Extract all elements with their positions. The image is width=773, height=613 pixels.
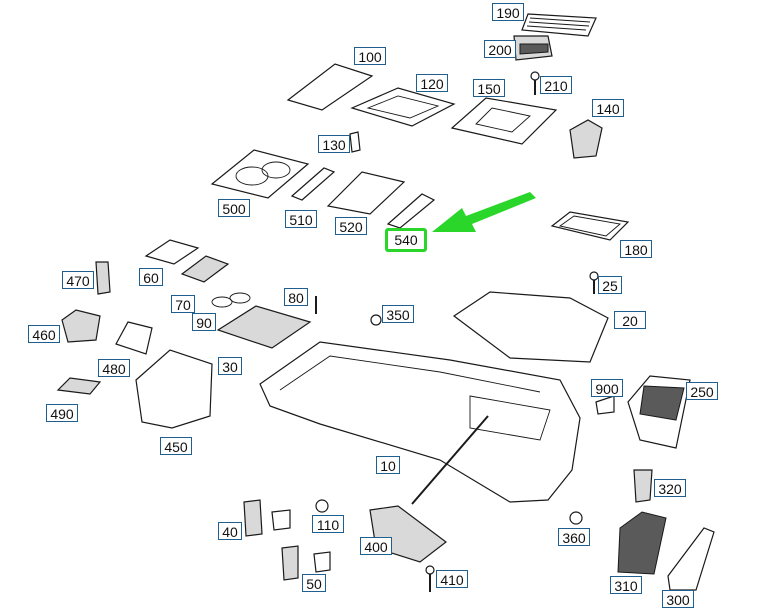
callout-110[interactable]: 110	[312, 515, 344, 533]
part-410-bolt	[425, 565, 435, 592]
part-180-tray-mat	[550, 211, 630, 241]
callout-490[interactable]: 490	[46, 404, 78, 422]
callout-460[interactable]: 460	[28, 325, 60, 343]
part-460-cup	[61, 309, 101, 343]
part-140-switch	[569, 119, 603, 159]
part-250-vent	[627, 375, 691, 449]
callout-60[interactable]: 60	[139, 268, 163, 286]
callout-320[interactable]: 320	[654, 479, 686, 497]
part-350-clip	[370, 314, 382, 326]
callout-25[interactable]: 25	[598, 276, 622, 294]
callout-130[interactable]: 130	[318, 135, 350, 153]
highlight-arrow	[432, 192, 536, 232]
part-360-nut	[569, 511, 583, 525]
callout-400[interactable]: 400	[360, 537, 392, 555]
leader-line-10	[411, 415, 489, 505]
part-20-armrest	[452, 291, 609, 363]
part-540-trim	[386, 193, 436, 229]
part-10-console	[259, 341, 581, 503]
callout-450[interactable]: 450	[160, 437, 192, 455]
callout-20[interactable]: 20	[614, 311, 646, 329]
part-310-panel	[617, 511, 667, 575]
part-150-shift-trim	[450, 97, 558, 145]
callout-10[interactable]: 10	[376, 456, 400, 474]
callout-500[interactable]: 500	[218, 199, 250, 217]
callout-190[interactable]: 190	[492, 3, 524, 21]
part-40-harness	[243, 499, 291, 537]
part-300-cover	[667, 527, 715, 591]
part-520-panel	[326, 171, 406, 215]
part-110-cap	[315, 499, 329, 513]
callout-210[interactable]: 210	[540, 76, 572, 94]
callout-100[interactable]: 100	[354, 47, 386, 65]
part-900-clip	[595, 395, 615, 415]
callout-140[interactable]: 140	[592, 99, 624, 117]
part-200-box	[513, 35, 553, 61]
callout-520[interactable]: 520	[335, 217, 367, 235]
callout-90[interactable]: 90	[192, 313, 216, 331]
callout-70[interactable]: 70	[171, 295, 195, 313]
part-100-lid	[286, 63, 374, 111]
callout-350[interactable]: 350	[382, 305, 414, 323]
callout-510[interactable]: 510	[285, 210, 317, 228]
part-130-clip	[349, 131, 361, 153]
callout-150[interactable]: 150	[473, 79, 505, 97]
part-210-screw	[530, 71, 540, 95]
callout-470[interactable]: 470	[62, 271, 94, 289]
part-450-bin	[135, 349, 213, 429]
callout-180[interactable]: 180	[620, 240, 652, 258]
callout-50[interactable]: 50	[302, 574, 326, 592]
part-30-bracket	[216, 305, 312, 349]
callout-540[interactable]: 540	[385, 228, 427, 252]
part-500-cupholder-cover	[210, 149, 310, 199]
callout-410[interactable]: 410	[436, 570, 468, 588]
part-70-box	[180, 255, 230, 283]
part-470-connector	[95, 261, 111, 295]
callout-300[interactable]: 300	[662, 590, 694, 608]
callout-40[interactable]: 40	[218, 522, 242, 540]
part-320-connector	[633, 469, 653, 503]
part-90-rings	[211, 292, 251, 308]
part-190-grille	[521, 13, 597, 37]
callout-360[interactable]: 360	[558, 528, 590, 546]
part-25-bolt	[589, 271, 599, 294]
part-50-socket	[281, 545, 331, 581]
part-510-strip	[290, 167, 336, 201]
part-60-tray	[144, 239, 200, 265]
callout-310[interactable]: 310	[610, 576, 642, 594]
callout-480[interactable]: 480	[98, 359, 130, 377]
callout-200[interactable]: 200	[484, 40, 516, 58]
part-490-pad	[56, 377, 102, 395]
callout-900[interactable]: 900	[591, 379, 623, 397]
callout-30[interactable]: 30	[218, 357, 242, 375]
part-120-frame	[350, 87, 456, 127]
callout-80[interactable]: 80	[284, 288, 308, 306]
part-480-holder	[115, 321, 153, 355]
callout-250[interactable]: 250	[686, 382, 718, 400]
callout-120[interactable]: 120	[416, 74, 448, 92]
